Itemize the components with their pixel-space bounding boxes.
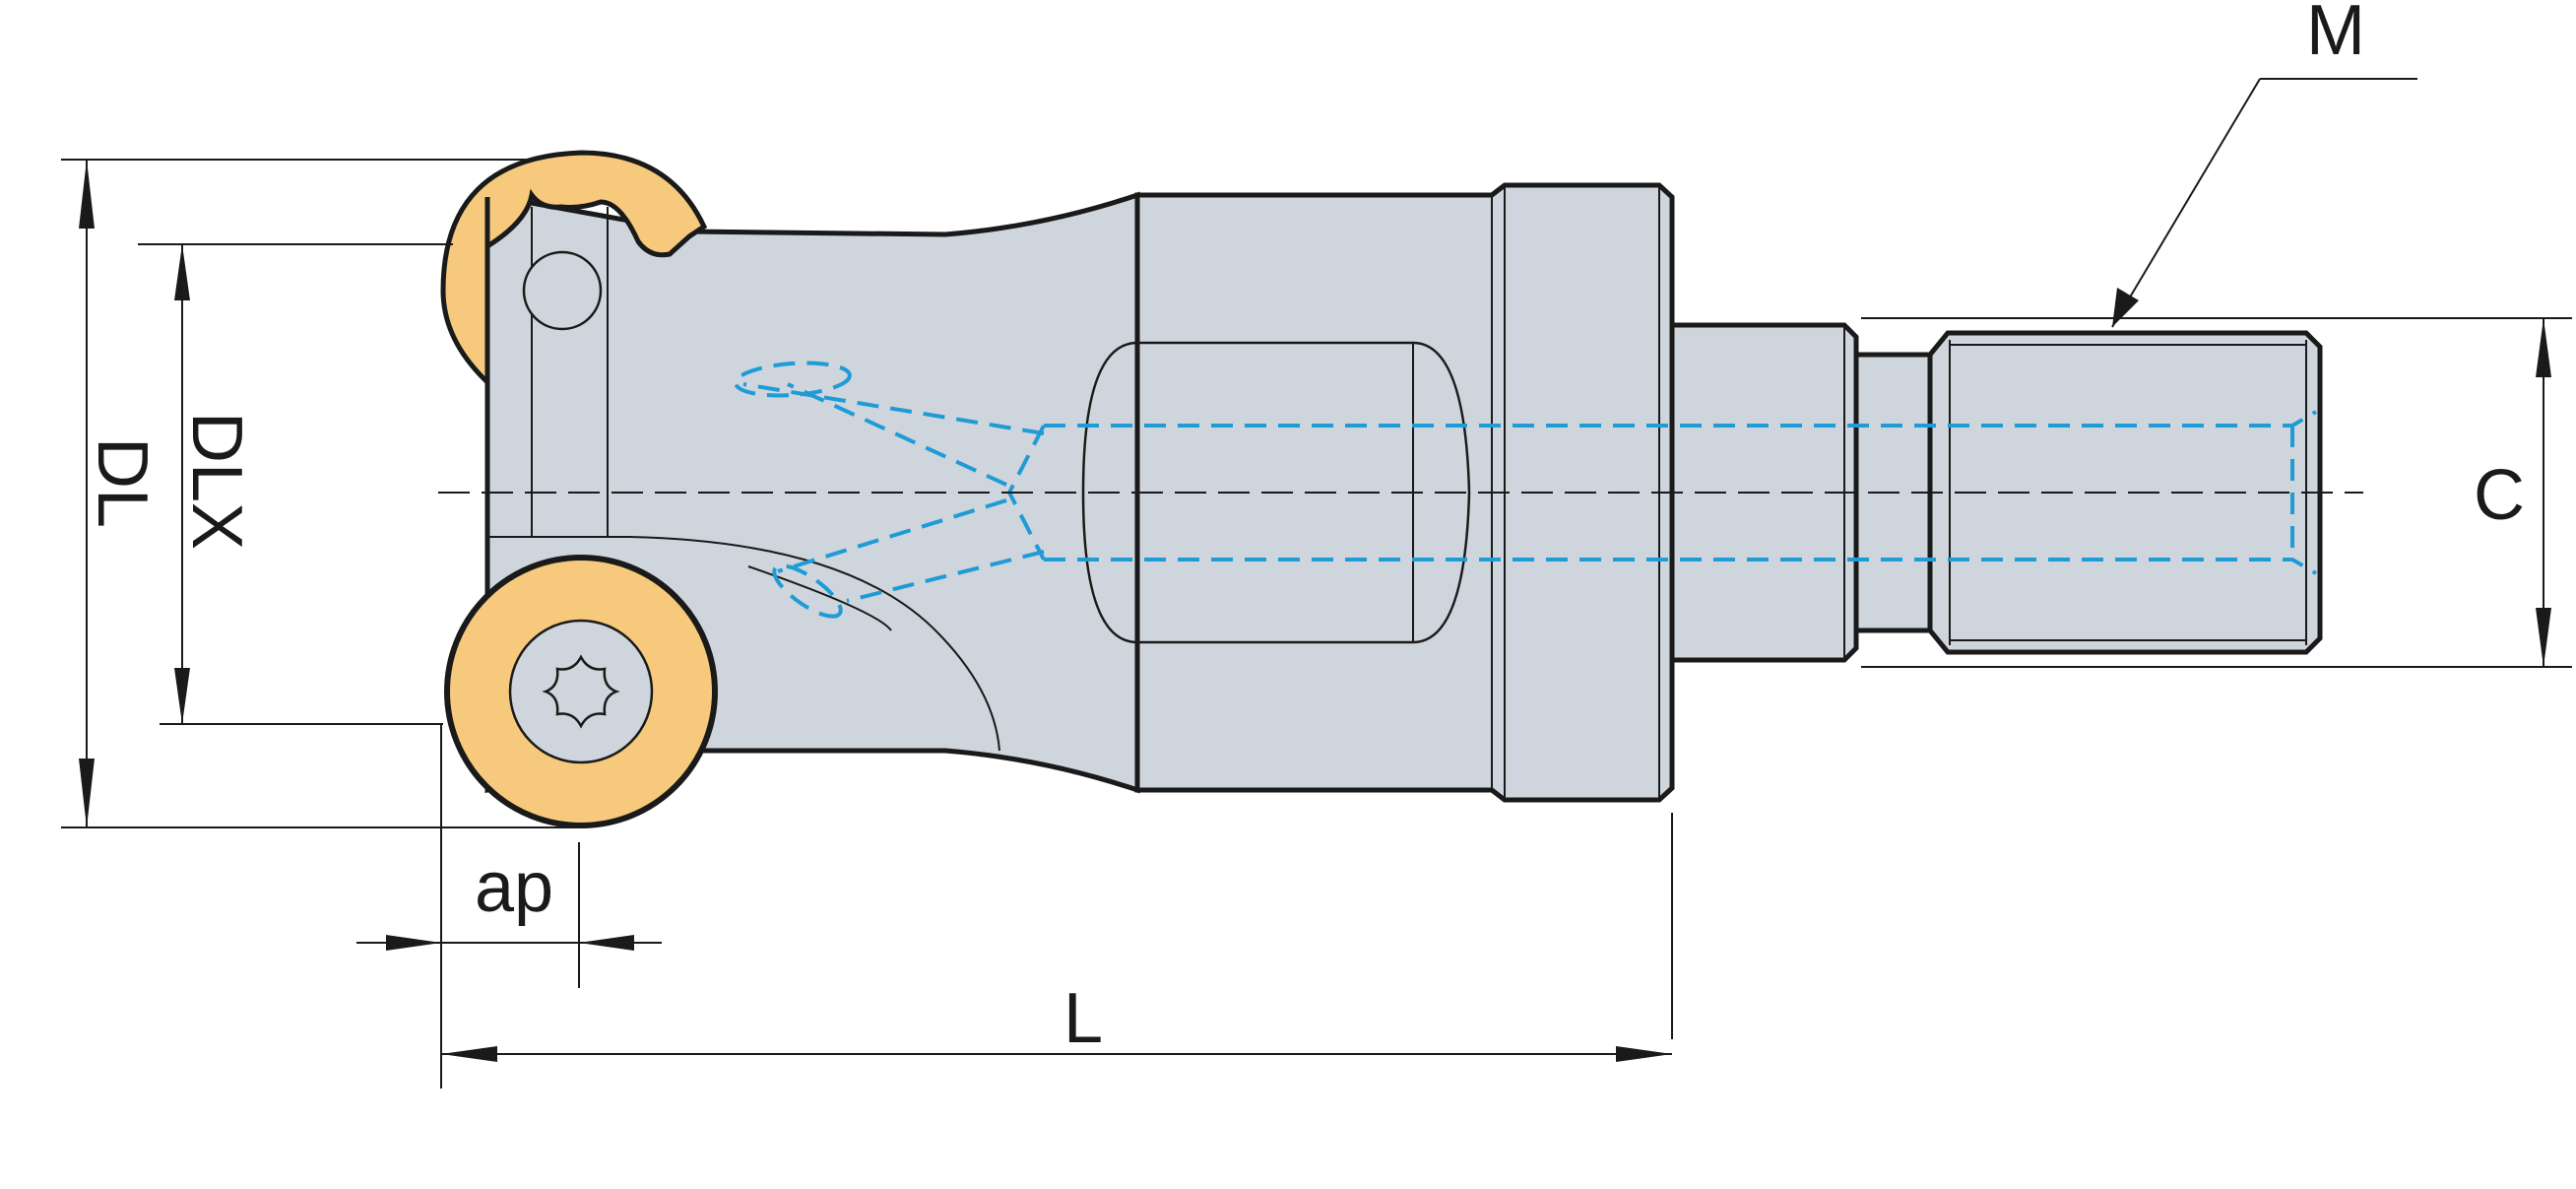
dimension-L: L	[441, 813, 1673, 1062]
dlx-label: DLX	[177, 412, 256, 550]
dl-arrow-top	[79, 160, 95, 229]
l-label: L	[1063, 979, 1103, 1058]
c-arrow-bottom	[2536, 608, 2551, 667]
pocket-pin	[522, 250, 603, 331]
top-insert-shape	[440, 150, 708, 388]
pocket-details	[487, 207, 1000, 752]
dimension-ap: ap	[356, 724, 662, 1089]
c-label: C	[2474, 456, 2525, 535]
dl-arrow-bottom	[79, 759, 95, 827]
ap-arrow-right	[579, 935, 634, 951]
threaded-shank	[1927, 330, 2323, 655]
l-arrow-right	[1616, 1046, 1672, 1062]
m-leader-arrow	[2112, 288, 2139, 327]
torx-drive-icon	[542, 654, 620, 729]
top-insert	[440, 150, 708, 388]
dimension-DL: DL	[61, 159, 581, 828]
coolant-branch-lower	[777, 498, 1007, 573]
coolant-branch-upper-2	[787, 382, 1007, 487]
coolant-outlet-lower	[772, 563, 843, 619]
pocket-profile-bottom	[487, 536, 1000, 752]
coolant-branch-upper	[742, 382, 1045, 435]
coolant-branch-lower-2	[846, 550, 1045, 603]
ap-arrow-left	[386, 935, 441, 951]
dlx-arrow-top	[174, 244, 190, 300]
dimension-C: C	[1861, 317, 2572, 668]
m-leader-diagonal	[2111, 78, 2261, 328]
dl-label: DL	[83, 437, 161, 528]
dimension-DLX: DLX	[138, 243, 453, 725]
dlx-arrow-bottom	[174, 668, 190, 724]
bottom-insert	[444, 555, 718, 828]
coolant-outlet-upper	[734, 361, 852, 398]
m-label: M	[2306, 0, 2365, 70]
coolant-bore-bottom	[1044, 558, 2318, 575]
ap-label: ap	[475, 848, 553, 927]
l-arrow-left	[441, 1046, 497, 1062]
c-arrow-top	[2536, 318, 2551, 377]
dimension-M: M	[2111, 0, 2417, 328]
